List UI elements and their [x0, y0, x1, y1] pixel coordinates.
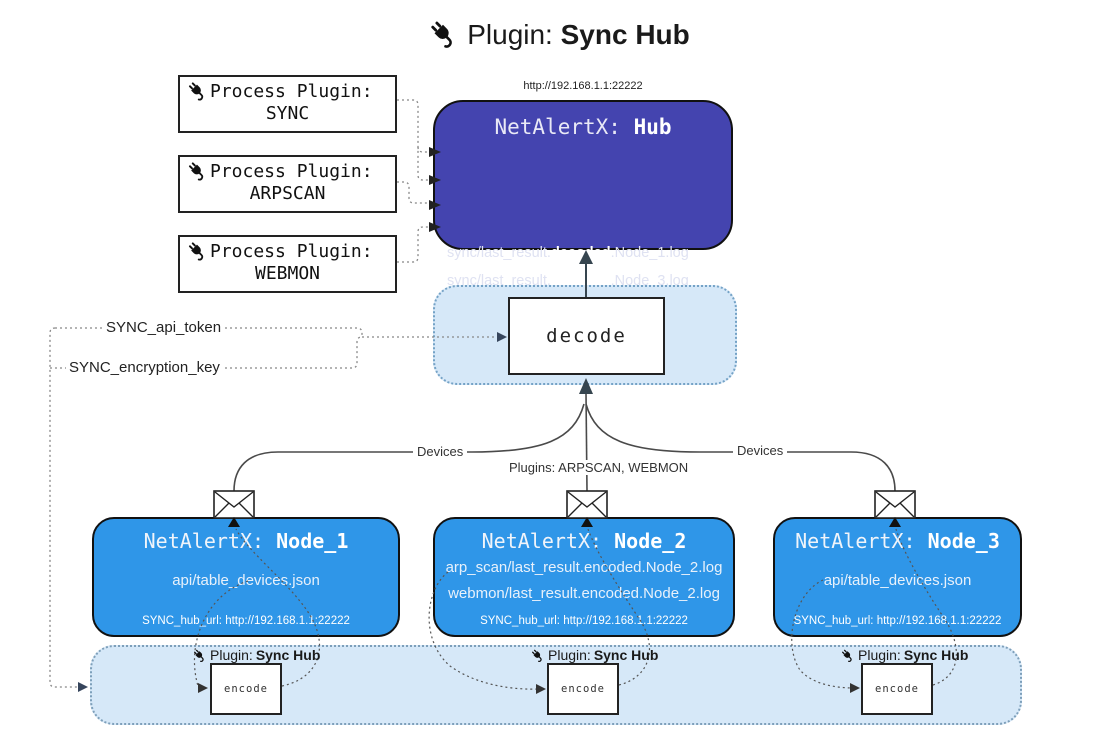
- title-name: Sync Hub: [560, 19, 690, 50]
- node-hub-url: SYNC_hub_url: http://192.168.1.1:22222: [142, 615, 350, 627]
- node-title: NetAlertX: Node_3: [795, 529, 1000, 553]
- process-plugin-name: SYNC: [265, 103, 310, 124]
- node-title: NetAlertX: Node_2: [481, 529, 687, 553]
- hub-log-line: sync/last_result.decoded.Node_1.log: [447, 245, 689, 261]
- plug-icon: [840, 648, 855, 663]
- plug-icon: [530, 648, 545, 663]
- process-plugin-name: ARPSCAN: [249, 183, 326, 204]
- band-plugin-label: Plugin: Sync Hub: [192, 646, 320, 664]
- plug-icon: [427, 18, 459, 50]
- fork-lines: [233, 392, 896, 492]
- sync-api-token-label: SYNC_api_token: [103, 319, 225, 336]
- band-input-arrow: [78, 682, 88, 692]
- node-box-node3: NetAlertX: Node_3 api/table_devices.json…: [773, 517, 1022, 637]
- plug-icon: [186, 80, 208, 102]
- process-plugin-name: WEBMON: [254, 263, 321, 284]
- node-hub-url: SYNC_hub_url: http://192.168.1.1:22222: [793, 615, 1002, 627]
- encode-box: encode: [547, 663, 619, 715]
- node-box-node2: NetAlertX: Node_2 arp_scan/last_result.e…: [433, 517, 735, 637]
- process-plugin-box-sync: Process Plugin: SYNC: [178, 75, 397, 133]
- plug-icon: [186, 160, 208, 182]
- hub-title: NetAlertX: Hub: [494, 115, 672, 139]
- band-plugin-label: Plugin: Sync Hub: [530, 646, 658, 664]
- node-file-line: webmon/last_result.encoded.Node_2.log: [448, 585, 720, 602]
- node-file-line: api/table_devices.json: [172, 572, 320, 589]
- process-plugin-label: Process Plugin:: [210, 160, 373, 182]
- node-box-node1: NetAlertX: Node_1 api/table_devices.json…: [92, 517, 400, 637]
- encode-box: encode: [210, 663, 282, 715]
- process-plugin-label: Process Plugin:: [210, 240, 373, 262]
- edge-label-devices-right: Devices: [733, 443, 788, 458]
- plugin-hub-connectors: [397, 99, 428, 263]
- plug-icon: [186, 240, 208, 262]
- plug-icon: [192, 648, 207, 663]
- node-hub-url: SYNC_hub_url: http://192.168.1.1:22222: [480, 615, 688, 627]
- edge-label-devices-left: Devices: [413, 444, 468, 459]
- title-prefix: Plugin:: [467, 19, 553, 50]
- node-file-line: arp_scan/last_result.encoded.Node_2.log: [445, 559, 723, 576]
- hub-url-label: http://192.168.1.1:22222: [523, 80, 643, 92]
- process-plugin-label: Process Plugin:: [210, 80, 373, 102]
- hub-box: NetAlertX: Hub sync/last_result.decoded.…: [433, 100, 733, 336]
- sync-encryption-key-label: SYNC_encryption_key: [66, 359, 223, 376]
- band-plugin-label: Plugin: Sync Hub: [840, 646, 968, 664]
- node-title: NetAlertX: Node_1: [143, 529, 349, 553]
- decode-box: decode: [508, 297, 665, 375]
- node-file-line: api/table_devices.json: [823, 572, 972, 589]
- edge-label-plugins: Plugins: ARPSCAN, WEBMON: [505, 460, 693, 475]
- process-plugin-box-arpscan: Process Plugin: ARPSCAN: [178, 155, 397, 213]
- encode-box: encode: [861, 663, 933, 715]
- page-title: Plugin: Sync Hub: [0, 18, 1117, 51]
- process-plugin-box-webmon: Process Plugin: WEBMON: [178, 235, 397, 293]
